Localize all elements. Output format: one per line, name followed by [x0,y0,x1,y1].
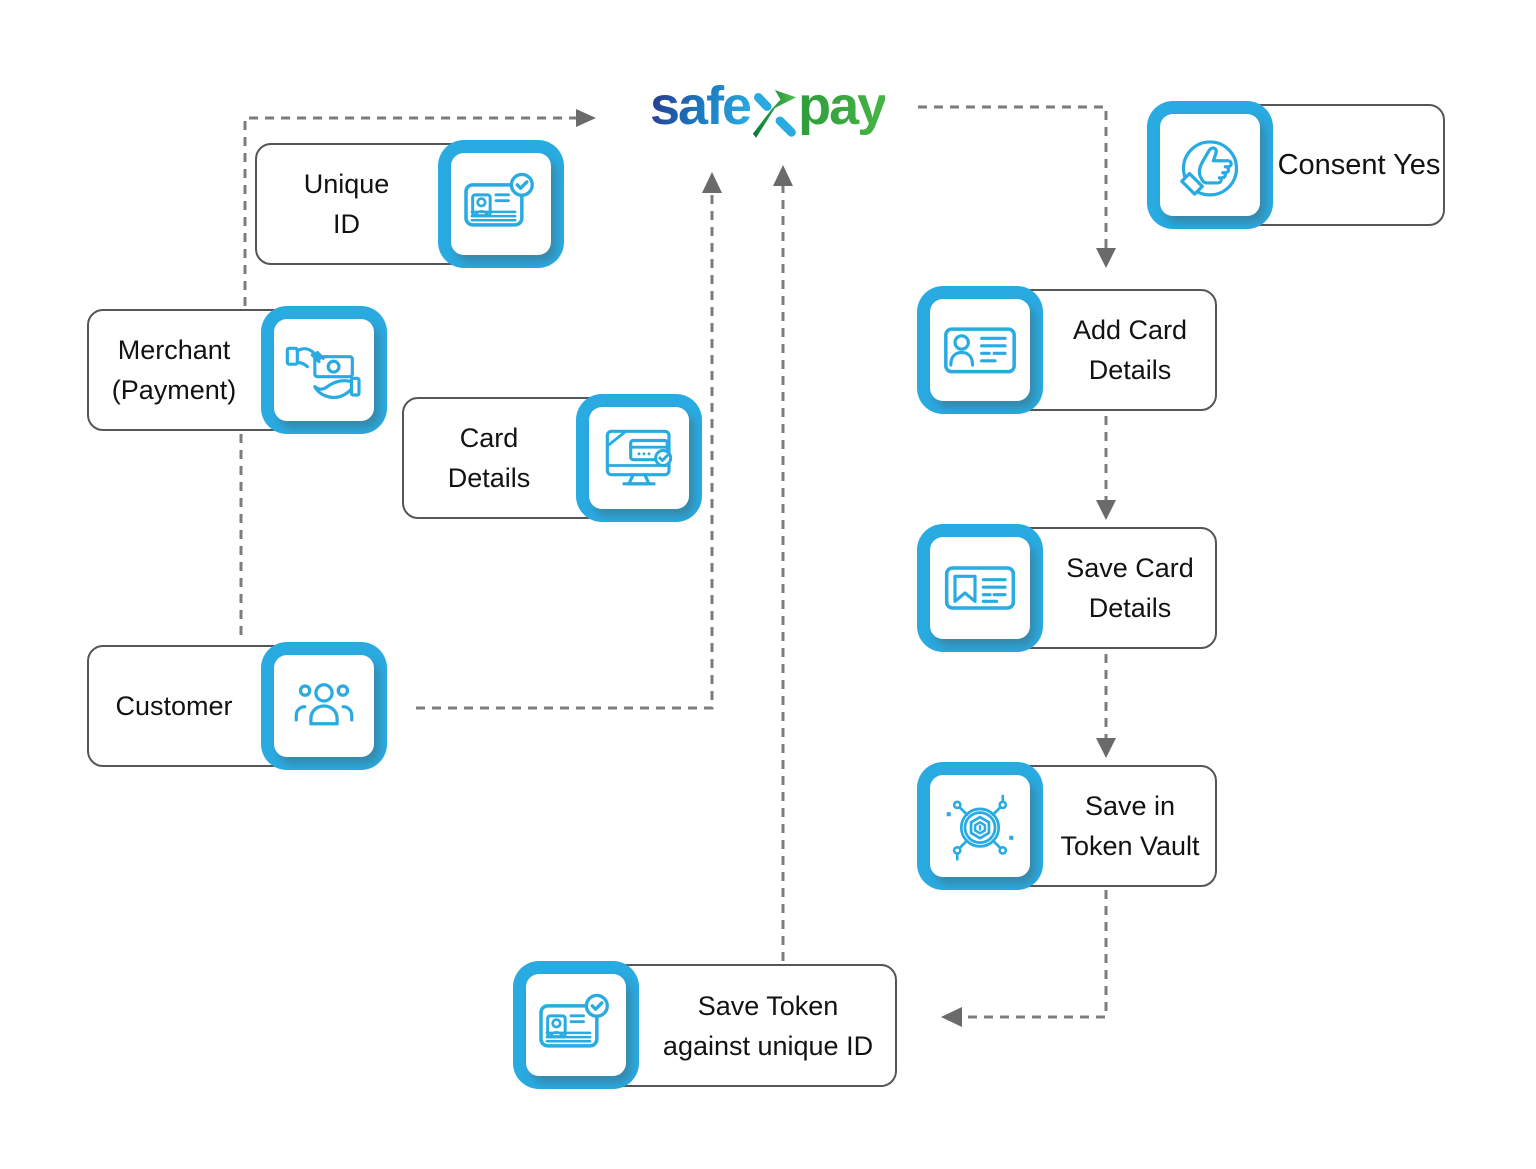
safexpay-logo: safe pay [650,64,887,148]
node-label: Details [447,463,531,493]
node-save-in-token-vault: Save in Token Vault [917,762,1217,890]
node-unique-id: Unique ID [255,140,565,268]
node-label: Unique [303,169,390,199]
node-label: Customer [115,691,233,721]
node-merchant-payment: Merchant (Payment) [87,306,387,434]
token-vault-icon [917,762,1043,890]
icon-tile [274,319,374,421]
hand-money-icon [261,306,387,434]
logo-text-pay: pay [798,76,887,136]
node-label: Consent Yes [1277,149,1441,181]
icon-tile [589,407,689,509]
node-label: Token Vault [1060,831,1200,861]
icon-tile [1160,114,1260,216]
id-card-icon [917,286,1043,414]
node-label: ID [333,209,360,239]
logo-x-icon [752,90,797,138]
node-card-details: Card Details [402,394,702,522]
arrow-logo-to-addcard [918,105,1108,248]
icon-tile [930,537,1030,639]
id-card-check-icon [438,140,564,268]
node-label: Add Card [1072,315,1188,345]
node-save-card-details: Save Card Details [917,524,1217,652]
icon-tile [930,299,1030,401]
node-add-card-details: Add Card Details [917,286,1217,414]
node-label: Merchant [117,335,231,365]
node-label: Details [1088,355,1172,385]
node-label: Save Card [1066,553,1194,583]
node-label: Save Token [697,990,839,1021]
node-customer: Customer [87,642,387,770]
icon-tile [274,655,374,757]
thumbs-up-icon [1147,101,1273,229]
bookmark-card-icon [917,524,1043,652]
node-label: (Payment) [111,375,237,405]
people-group-icon [261,642,387,770]
arrow-vault-to-savetoken [962,890,1108,1019]
logo-text-safe: safe [650,76,752,136]
node-save-token-against-unique-id: Save Token against unique ID [513,961,897,1090]
icon-tile [930,775,1030,877]
id-card-check-icon [513,961,639,1089]
node-label: Card [459,423,519,453]
icon-tile [526,974,626,1076]
node-label: Save in [1084,791,1176,821]
node-label: Details [1088,593,1172,623]
icon-tile [451,153,551,255]
node-label: against unique ID [662,1030,874,1061]
monitor-card-icon [576,394,702,522]
node-consent-yes: Consent Yes [1147,101,1446,230]
